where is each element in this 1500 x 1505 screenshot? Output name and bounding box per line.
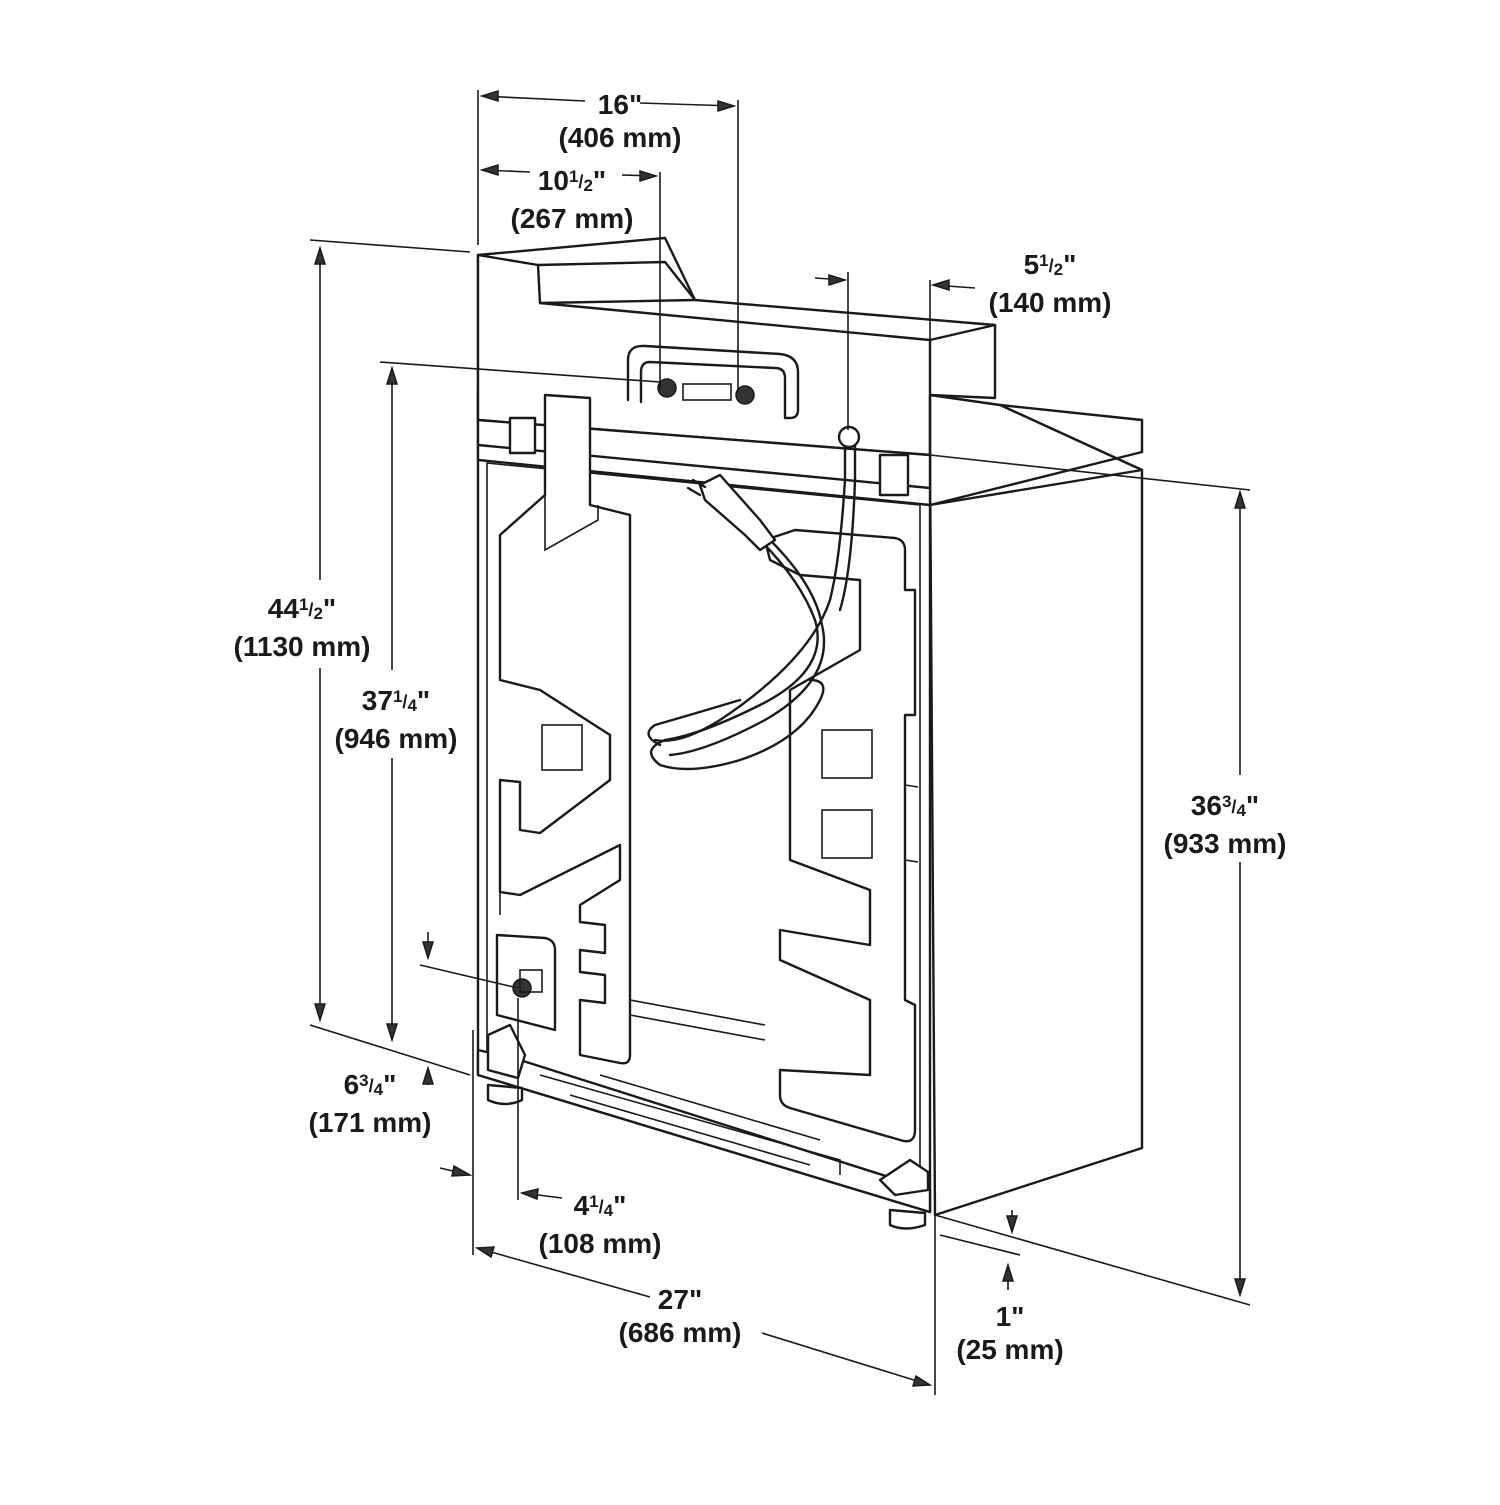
right-foot xyxy=(888,1208,927,1230)
console-top xyxy=(536,260,697,305)
dim-label-lid-height: 371/4" (946 mm) xyxy=(316,680,476,755)
dim-leg-height-inches: 1" xyxy=(995,1301,1025,1332)
dim-cord-offset-inches: 51/2" xyxy=(1023,249,1077,280)
dim-drain-offset-inches: 41/4" xyxy=(573,1190,627,1221)
dim-cabinet-height-inches: 363/4" xyxy=(1190,790,1260,821)
dim-overall-height-mm: (1130 mm) xyxy=(233,631,371,662)
power-cord-b xyxy=(668,538,826,757)
dim-cabinet-height-mm: (933 mm) xyxy=(1163,828,1287,859)
cabinet-side-face xyxy=(928,403,1144,1217)
drain-hose xyxy=(653,438,847,742)
right-leveling-bracket xyxy=(878,1158,930,1197)
left-foot xyxy=(486,1083,524,1106)
dim-label-drain-offset: 41/4" (108 mm) xyxy=(520,1185,680,1260)
dim-label-cord-offset: 51/2" (140 mm) xyxy=(965,244,1135,319)
dim-line-width xyxy=(476,1247,651,1298)
bottom-skirt xyxy=(476,1048,932,1214)
power-plug xyxy=(698,473,777,552)
dim-label-width-top: 16" (406 mm) xyxy=(520,88,720,154)
drain-hose-clip xyxy=(837,425,861,449)
dim-outlet-offset-mm: (267 mm) xyxy=(510,203,634,234)
dim-line-width-top xyxy=(481,95,586,102)
dim-label-leg-height: 1" (25 mm) xyxy=(940,1300,1080,1366)
console-handle xyxy=(626,344,800,420)
inlet-label-plate xyxy=(682,383,732,401)
dim-outlet-offset-inches: 101/2" xyxy=(537,165,607,196)
dim-lid-height-mm: (946 mm) xyxy=(334,723,458,754)
dim-leg-height-mm: (25 mm) xyxy=(956,1334,1064,1365)
dim-cord-offset-mm: (140 mm) xyxy=(988,287,1112,318)
dim-label-drain-height: 63/4" (171 mm) xyxy=(290,1064,450,1139)
dim-width-top-inches: 16" xyxy=(597,89,643,120)
water-inlet-cold xyxy=(735,385,755,405)
dim-label-width: 27" (686 mm) xyxy=(600,1283,760,1349)
dim-width-inches: 27" xyxy=(657,1284,703,1315)
dim-label-overall-height: 441/2" (1130 mm) xyxy=(212,588,392,663)
dim-width-mm: (686 mm) xyxy=(618,1317,742,1348)
dim-label-outlet-offset: 101/2" (267 mm) xyxy=(472,160,672,235)
dim-drain-offset-mm: (108 mm) xyxy=(538,1228,662,1259)
right-rail-bracket xyxy=(878,453,910,497)
left-rail-bracket xyxy=(508,416,537,455)
dim-lid-height-inches: 371/4" xyxy=(361,685,431,716)
lower-cross-bar xyxy=(629,1014,766,1041)
right-structural-rib xyxy=(763,528,917,1143)
dim-label-cabinet-height: 363/4" (933 mm) xyxy=(1145,785,1305,860)
water-inlet-hot xyxy=(657,378,677,398)
left-structural-rib xyxy=(498,393,632,1065)
dim-drain-height-inches: 63/4" xyxy=(343,1069,397,1100)
dim-width-top-mm: (406 mm) xyxy=(558,122,682,153)
dim-drain-height-mm: (171 mm) xyxy=(308,1107,432,1138)
dim-overall-height-inches: 441/2" xyxy=(267,593,337,624)
left-leveling-bracket xyxy=(486,1023,527,1080)
